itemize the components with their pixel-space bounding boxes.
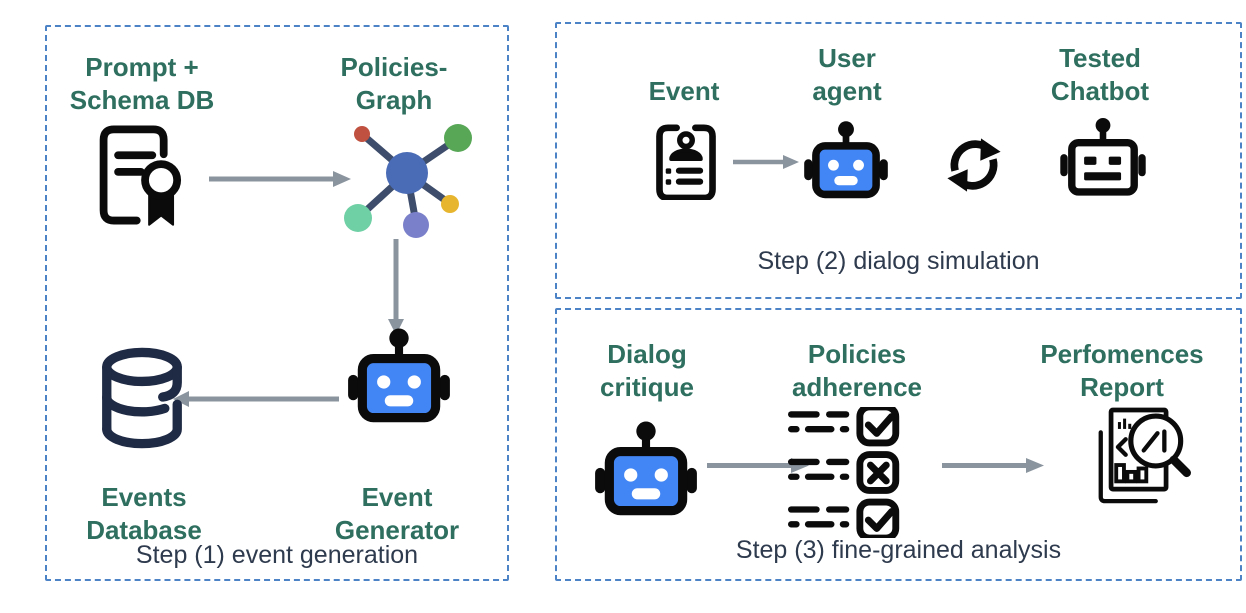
arrow-prompt-to-graph [209,171,351,187]
tested-chatbot-label: Tested Chatbot [1050,43,1150,106]
event-generator-label: Event Generator [334,482,460,545]
dialog-critique-label: Dialog critique [600,339,694,402]
robot-face [604,446,688,516]
policies-adherence-label: Policies adherence [791,339,923,402]
graph-center-node [386,152,428,194]
performance-report-label: Perfomences Report [1040,339,1204,402]
checkbox-check-1 [856,407,900,447]
certificate-icon [87,119,201,231]
robot-face [357,353,441,423]
graph-mint-node [344,204,372,232]
policies-graph-icon [335,111,482,253]
events-database-icon [85,340,199,456]
prompt-schema-label: Prompt + Schema DB [69,52,215,115]
step2-caption: Step (2) dialog simulation [757,247,1040,275]
step3-panel: Dialog critique Policies adherence Perfo… [555,308,1242,581]
step1-panel: Prompt + Schema DB Policies- Graph [45,25,509,581]
tested-chatbot-icon [1057,118,1149,197]
user-agent-label: User agent [812,43,882,106]
report-icon [1087,398,1197,508]
checkbox-check-2 [856,498,900,539]
graph-green-node [444,124,472,152]
step1-caption: Step (1) event generation [135,541,419,569]
user-agent-robot-icon [800,120,892,200]
sync-icon [939,130,1009,200]
checkbox-cross [856,451,900,494]
arrow-event-to-agent [733,155,799,169]
step2-panel: Event User agent Tested Chatbot [555,22,1242,299]
policies-graph-label: Policies- Graph [340,52,448,115]
robot-face [812,142,880,199]
arrow-adherence-to-report [942,458,1044,473]
checklist-icon [788,407,900,539]
arrow-graph-to-generator [388,239,404,335]
dialog-critique-robot-icon [590,420,702,518]
graph-red-node [354,126,370,142]
event-card-icon [647,120,725,200]
events-database-label: Events Database [86,482,202,545]
event-label: Event [648,76,720,106]
arrow-generator-to-database [173,391,339,407]
step3-caption: Step (3) fine-grained analysis [735,536,1062,564]
event-generator-robot-icon [343,327,455,425]
graph-yellow-node [441,195,459,213]
graph-purple-node [403,212,429,238]
